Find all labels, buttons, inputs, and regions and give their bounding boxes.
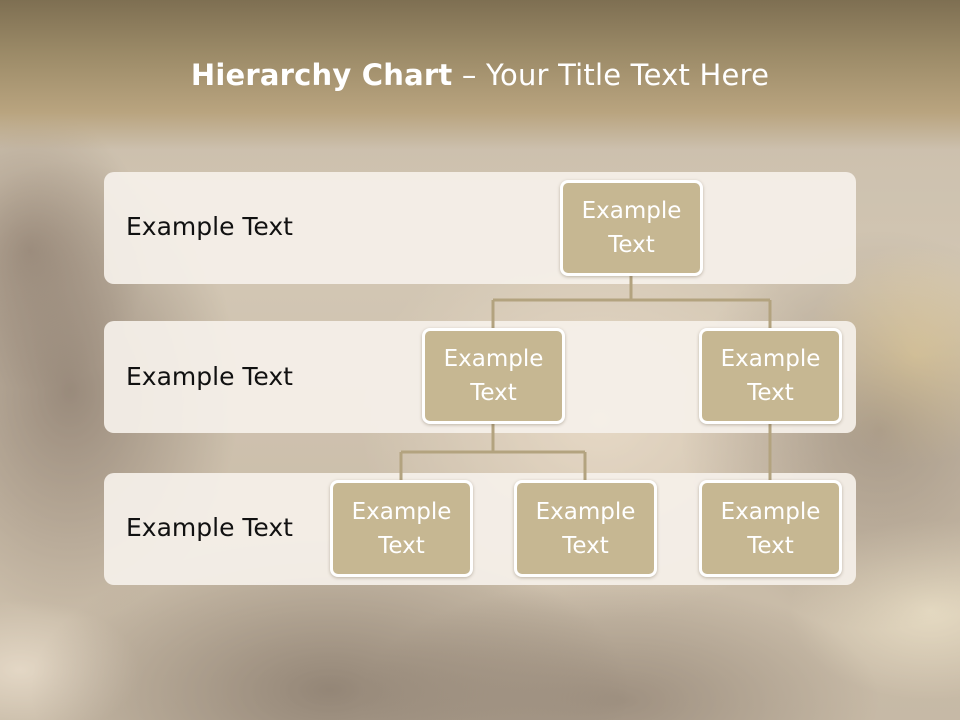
node-leaf-1-text: Example Text: [351, 498, 452, 559]
node-root-text: Example Text: [581, 198, 682, 258]
node-mid-right-text: Example Text: [720, 346, 821, 406]
node-leaf-3-text: Example Text: [720, 498, 821, 559]
slide-title: Hierarchy Chart – Your Title Text Here: [0, 52, 960, 98]
node-leaf-2-text: Example Text: [535, 498, 636, 559]
node-root: Example Text: [560, 180, 703, 276]
node-leaf-3: Example Text: [699, 480, 842, 577]
node-mid-left-text: Example Text: [443, 346, 544, 406]
level-label-3: Example Text: [126, 513, 293, 542]
node-mid-left: Example Text: [422, 328, 565, 424]
slide-title-bold: Hierarchy Chart: [190, 58, 453, 92]
level-label-1: Example Text: [126, 212, 293, 241]
level-label-2: Example Text: [126, 362, 293, 391]
node-leaf-2: Example Text: [514, 480, 657, 577]
level-band-1: [104, 172, 856, 284]
node-mid-right: Example Text: [699, 328, 842, 424]
node-leaf-1: Example Text: [330, 480, 473, 577]
slide-title-rest: – Your Title Text Here: [452, 58, 770, 92]
title-band: [0, 0, 960, 150]
